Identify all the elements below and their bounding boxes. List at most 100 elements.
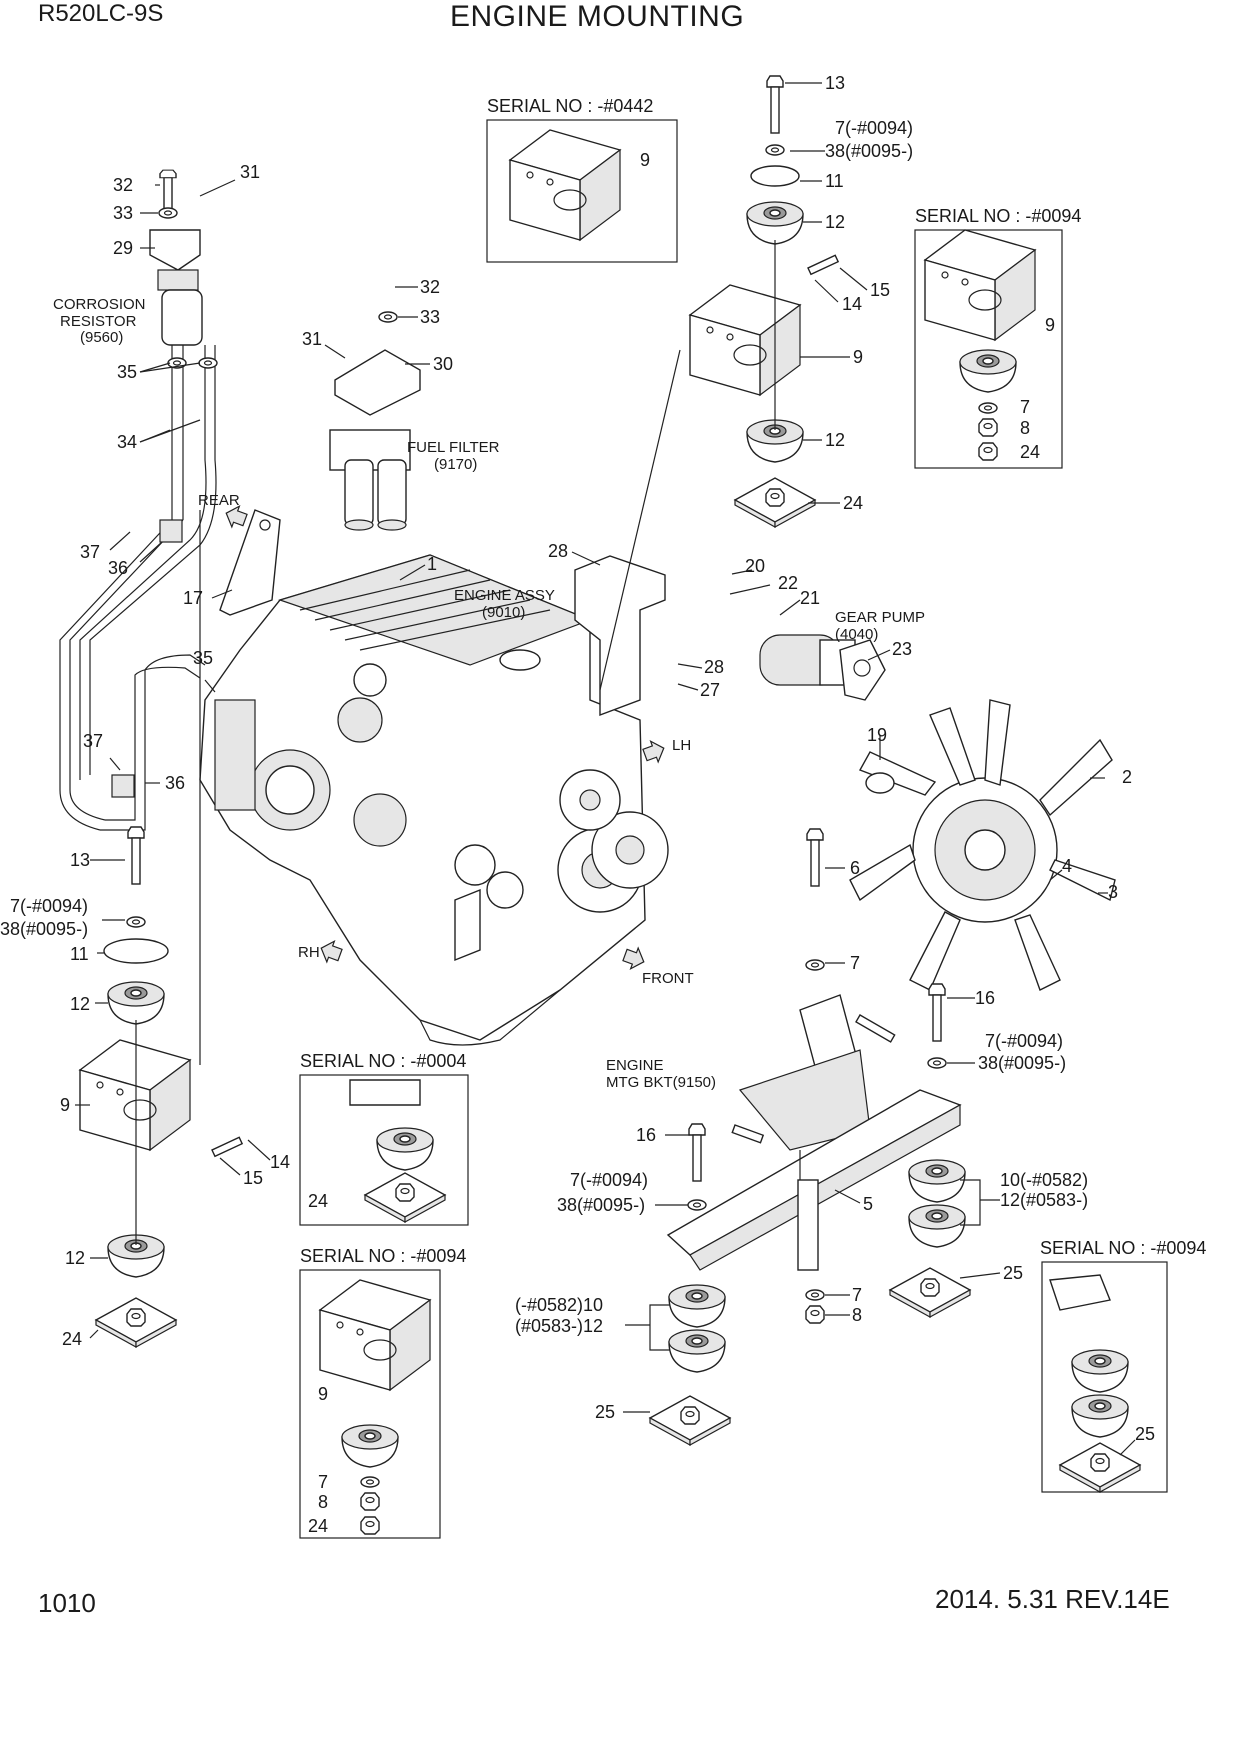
callout: 33 bbox=[113, 203, 133, 223]
callout: 12 bbox=[70, 994, 90, 1014]
callout: 38(#0095-) bbox=[557, 1195, 645, 1215]
callout: 6 bbox=[850, 858, 860, 878]
engine-mtg-bkt-label: ENGINE bbox=[606, 1057, 664, 1074]
callout: 1 bbox=[427, 554, 437, 574]
engine-assembly bbox=[199, 554, 669, 1046]
corrosion-resistor-code: (9560) bbox=[80, 329, 123, 346]
front-lifting-bracket bbox=[574, 555, 666, 717]
page-title: ENGINE MOUNTING bbox=[450, 0, 745, 33]
rear-direction-label: REAR bbox=[198, 492, 240, 509]
serial-box-right-title: SERIAL NO : -#0094 bbox=[915, 206, 1081, 226]
callout: 9 bbox=[640, 150, 650, 170]
callout: 27 bbox=[700, 680, 720, 700]
model-number: R520LC-9S bbox=[38, 0, 164, 27]
callout: 25 bbox=[595, 1402, 615, 1422]
rear-mount-stack-left bbox=[79, 826, 244, 1347]
front-direction-label: FRONT bbox=[642, 970, 694, 987]
callout: 32 bbox=[420, 277, 440, 297]
callout: 14 bbox=[842, 294, 862, 314]
callout: 3 bbox=[1108, 882, 1118, 902]
callout: 38(#0095-) bbox=[0, 919, 88, 939]
serial-box-right: SERIAL NO : -#0094 bbox=[914, 206, 1081, 469]
callout: 21 bbox=[800, 588, 820, 608]
front-mount-stack-top bbox=[689, 75, 840, 527]
callout: 23 bbox=[892, 639, 912, 659]
engine-assy-label: ENGINE ASSY bbox=[454, 587, 555, 604]
serial-box-bottom-right-title: SERIAL NO : -#0094 bbox=[1040, 1238, 1206, 1258]
callout: 24 bbox=[843, 493, 863, 513]
callout: 8 bbox=[318, 1492, 328, 1512]
corrosion-resistor-label: RESISTOR bbox=[60, 313, 137, 330]
engine-mtg-bkt-code: MTG BKT(9150) bbox=[606, 1074, 716, 1091]
callout: 7(-#0094) bbox=[10, 896, 88, 916]
callout: 10(-#0582) bbox=[1000, 1170, 1088, 1190]
cooling-fan bbox=[849, 699, 1116, 991]
corrosion-resistor-assembly bbox=[59, 169, 218, 831]
callout: 35 bbox=[193, 648, 213, 668]
callout: 7 bbox=[1020, 397, 1030, 417]
callout: 16 bbox=[975, 988, 995, 1008]
callout: (#0583-)12 bbox=[515, 1316, 603, 1336]
callout: 25 bbox=[1135, 1424, 1155, 1444]
callout: 36 bbox=[165, 773, 185, 793]
callout: 24 bbox=[1020, 442, 1040, 462]
callout: 19 bbox=[867, 725, 887, 745]
fuel-filter-assembly bbox=[329, 311, 421, 531]
callout: 24 bbox=[62, 1329, 82, 1349]
callout: 38(#0095-) bbox=[825, 141, 913, 161]
callout: 25 bbox=[1003, 1263, 1023, 1283]
callout: 22 bbox=[778, 573, 798, 593]
callout: 16 bbox=[636, 1125, 656, 1145]
callout: 20 bbox=[745, 556, 765, 576]
callout: 7(-#0094) bbox=[985, 1031, 1063, 1051]
serial-box-mid: SERIAL NO : -#0004 bbox=[299, 1051, 469, 1226]
rh-arrow-icon bbox=[316, 937, 345, 966]
callout: 14 bbox=[270, 1152, 290, 1172]
callout: 36 bbox=[108, 558, 128, 578]
callout: 37 bbox=[83, 731, 103, 751]
serial-box-bottom-right: SERIAL NO : -#0094 bbox=[1040, 1238, 1206, 1492]
callout: 8 bbox=[852, 1305, 862, 1325]
callout: 38(#0095-) bbox=[978, 1053, 1066, 1073]
callouts: 1 3 7(-#0094) 38(#0095-) 11 12 15 14 9 12… bbox=[0, 73, 1155, 1536]
serial-box-top-title: SERIAL NO : -#0442 bbox=[487, 96, 653, 116]
callout: 15 bbox=[243, 1168, 263, 1188]
callout: 24 bbox=[308, 1516, 328, 1536]
callout: 35 bbox=[117, 362, 137, 382]
rear-lifting-bracket bbox=[219, 509, 281, 616]
rh-direction-label: RH bbox=[298, 944, 320, 961]
serial-box-lower-title: SERIAL NO : -#0094 bbox=[300, 1246, 466, 1266]
callout: 7(-#0094) bbox=[835, 118, 913, 138]
callout: 12 bbox=[825, 212, 845, 232]
callout: 7 bbox=[852, 1285, 862, 1305]
callout: 31 bbox=[302, 329, 322, 349]
corrosion-resistor-label: CORROSION bbox=[53, 296, 146, 313]
serial-box-top: SERIAL NO : -#0442 bbox=[486, 96, 678, 263]
callout: 34 bbox=[117, 432, 137, 452]
callout: 7(-#0094) bbox=[570, 1170, 648, 1190]
callout: 11 bbox=[70, 944, 89, 964]
callout: 8 bbox=[1020, 418, 1030, 438]
engine-assy-code: (9010) bbox=[482, 604, 525, 621]
leader-lines bbox=[75, 82, 1136, 1456]
callout: 28 bbox=[548, 541, 568, 561]
callout: 29 bbox=[113, 238, 133, 258]
front-arrow-icon bbox=[620, 944, 649, 973]
lh-arrow-icon bbox=[640, 737, 669, 766]
serial-box-lower: SERIAL NO : -#0094 bbox=[299, 1246, 466, 1539]
gear-pump-label: GEAR PUMP bbox=[835, 609, 925, 626]
fuel-filter-code: (9170) bbox=[434, 456, 477, 473]
lh-direction-label: LH bbox=[672, 737, 691, 754]
callout: 31 bbox=[240, 162, 260, 182]
callout: 11 bbox=[825, 171, 844, 191]
serial-box-mid-title: SERIAL NO : -#0004 bbox=[300, 1051, 466, 1071]
callout: 30 bbox=[433, 354, 453, 374]
callout: 2 bbox=[1122, 767, 1132, 787]
callout: 28 bbox=[704, 657, 724, 677]
callout: 9 bbox=[318, 1384, 328, 1404]
callout: 12 bbox=[65, 1248, 85, 1268]
callout: 24 bbox=[308, 1191, 328, 1211]
callout: 9 bbox=[60, 1095, 70, 1115]
revision-date: 2014. 5.31 REV.14E bbox=[935, 1584, 1170, 1614]
